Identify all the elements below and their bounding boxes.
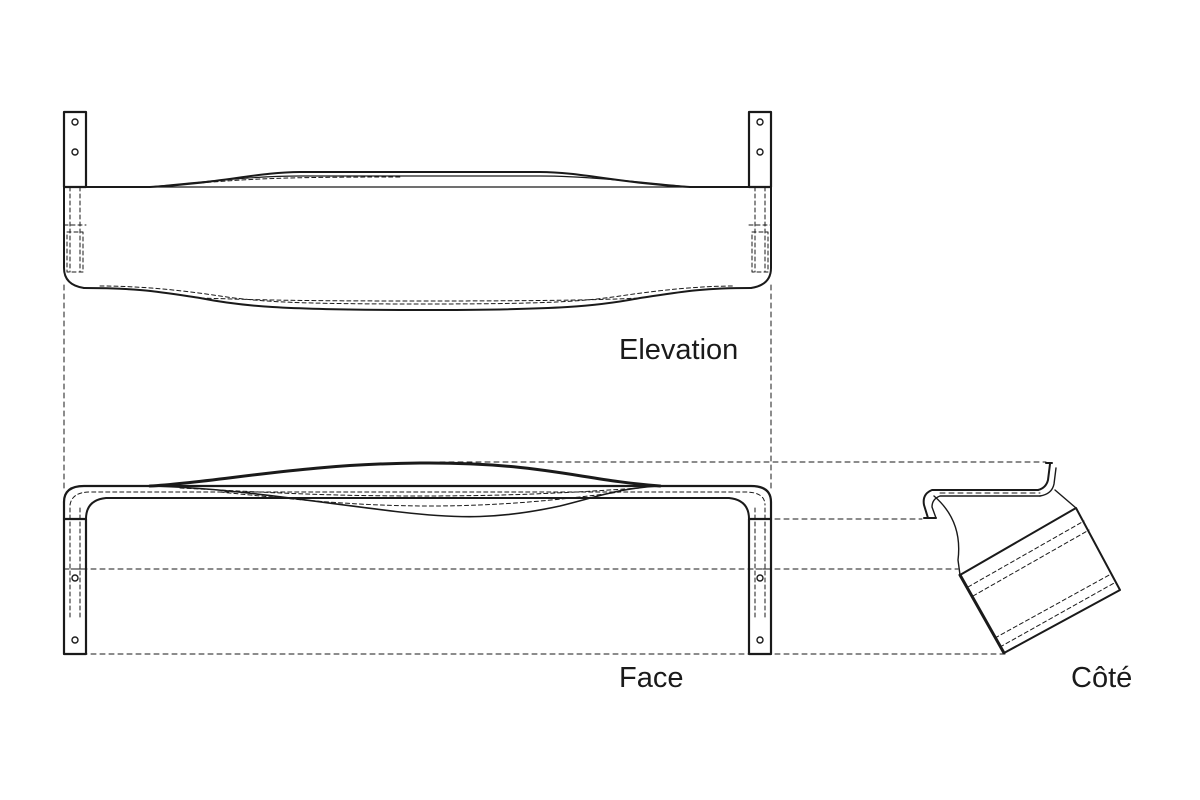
face-label: Face [619,662,684,694]
projection-lines [63,284,1047,655]
elevation-right-post [747,110,773,289]
cote-view [922,462,1121,655]
cote-leg [958,489,1121,655]
cote-label: Côté [1071,662,1133,694]
face-right-leg [747,507,773,656]
face-view [62,461,773,656]
elevation-seat [83,171,752,311]
elevation-left-post [62,110,88,289]
cote-sling-curve [933,495,961,576]
cote-rail [922,462,1057,519]
elevation-label: Elevation [619,334,739,366]
elevation-view [62,110,773,311]
face-frame [62,484,773,521]
face-left-leg [62,507,88,656]
face-seat [148,461,662,518]
